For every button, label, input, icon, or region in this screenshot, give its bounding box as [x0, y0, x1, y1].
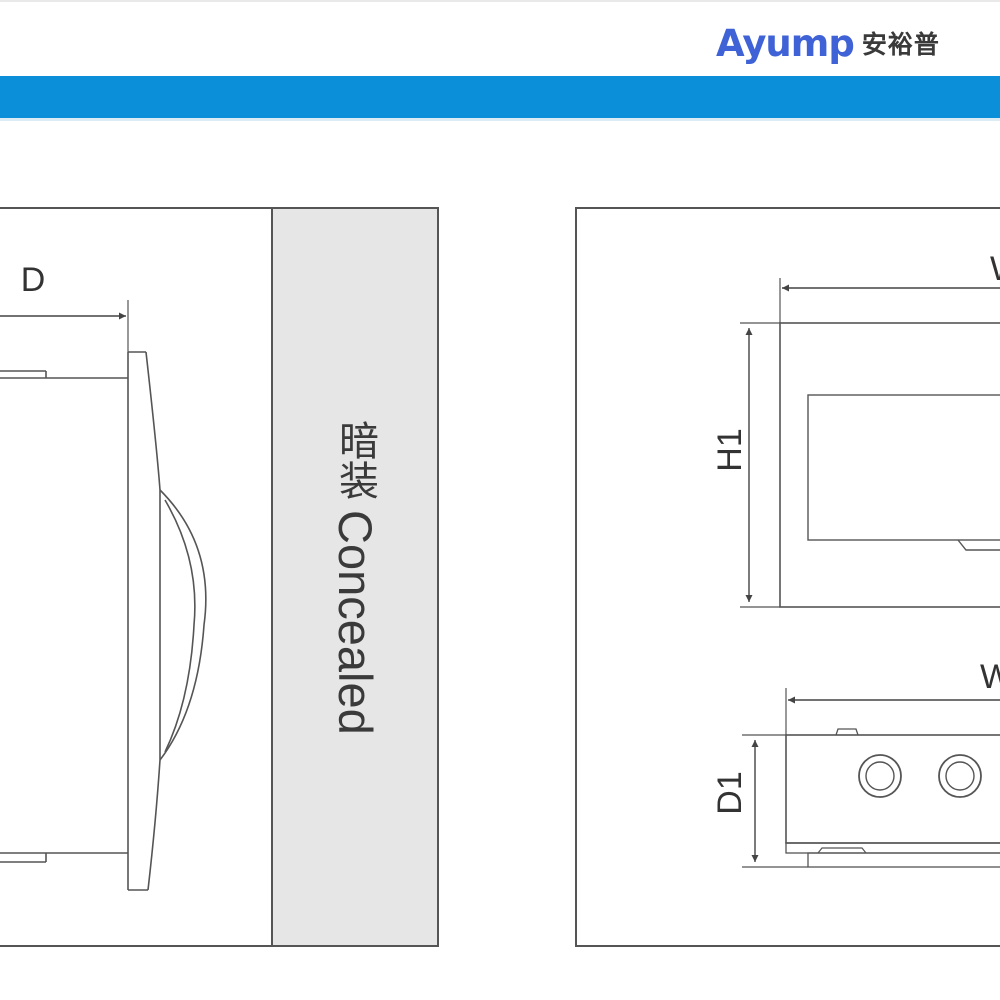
bottom-view-top-tab: [835, 728, 859, 736]
brand-latin: Ayump: [716, 21, 855, 65]
side-view-enclosure: [0, 351, 207, 891]
curved-cover-outer: [159, 489, 207, 761]
top-rule: [0, 0, 1000, 2]
width-dimension-bottom: W: [785, 658, 1000, 735]
mount-type-cjk: 暗装: [332, 419, 378, 500]
bottom-view-clip: [817, 847, 867, 854]
bottom-view: [785, 728, 1000, 868]
mount-type-en: Concealed: [329, 509, 382, 735]
left-panel: [0, 207, 439, 947]
front-view-body: [779, 322, 1000, 608]
knockout-hole: [938, 754, 982, 798]
height-dimension: H1: [711, 322, 780, 608]
depth-dimension: D: [0, 261, 129, 352]
bottom-view-base-strip: [785, 842, 1000, 854]
mount-type-text: 暗装 Concealed: [326, 420, 384, 735]
knockout-hole: [858, 754, 902, 798]
depth-label: D: [21, 261, 46, 299]
header-band: [0, 76, 1000, 118]
front-view: [779, 322, 1000, 608]
mount-type-label: 暗装 Concealed: [272, 208, 438, 946]
depth1-label: D1: [711, 771, 749, 814]
bottom-view-base-foot: [807, 852, 1000, 868]
brand-logo: Ayump 安裕普: [716, 18, 940, 68]
curved-cover-inner: [164, 499, 196, 753]
height-label: H1: [711, 428, 749, 471]
header-band-shadow: [0, 118, 1000, 121]
depth1-dimension: D1: [711, 734, 808, 868]
width-dimension-top: W: [779, 250, 1000, 323]
knockout-holes: [858, 754, 982, 798]
front-plate-outer: [145, 351, 161, 891]
width-label-bottom: W: [980, 658, 1000, 696]
bottom-view-body: [785, 734, 1000, 844]
width-label-top: W: [990, 250, 1000, 288]
mount-label-panel: [271, 207, 439, 947]
front-view-window: [807, 394, 1000, 541]
right-panel-frame: [575, 207, 1000, 947]
brand-cjk: 安裕普: [861, 30, 940, 59]
front-view-latch: [957, 539, 1000, 551]
